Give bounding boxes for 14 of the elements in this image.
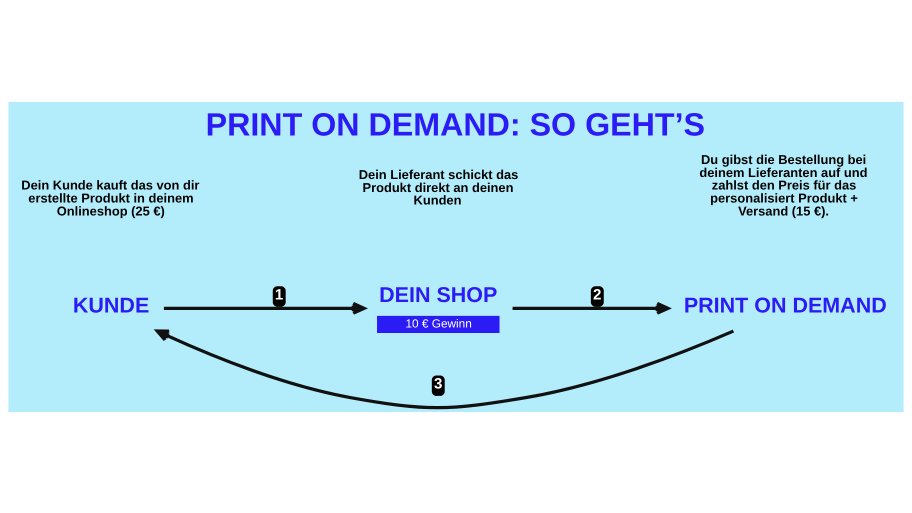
arrow: [156, 328, 734, 409]
edge-label: 3: [434, 375, 442, 392]
node-text: KUNDE: [72, 293, 150, 318]
diagram-title: PRINT ON DEMAND: SO GEHT’S: [206, 106, 706, 142]
node-text: PRINT ON DEMAND: [684, 293, 887, 318]
label: Dein Kunde kauft das von dir erstellte Produkt in deinem Onlineshop (25 €): [21, 177, 200, 218]
edge-label: 2: [593, 286, 602, 303]
arrow: [512, 301, 670, 314]
arrow: [164, 301, 366, 314]
node-label: DEIN SHOP: [379, 282, 498, 306]
label: Du gibst die Bestellung bei deinem Lieferanten auf und zahlst den Preis für das personalisiert Produkt + Versand (15 €).: [699, 151, 868, 218]
node-box: 10 € Gewinn: [377, 315, 500, 333]
edge-label: 1: [274, 286, 284, 303]
label: Dein Lieferant schickt das Produkt direkt an deinen Kunden: [358, 166, 518, 208]
